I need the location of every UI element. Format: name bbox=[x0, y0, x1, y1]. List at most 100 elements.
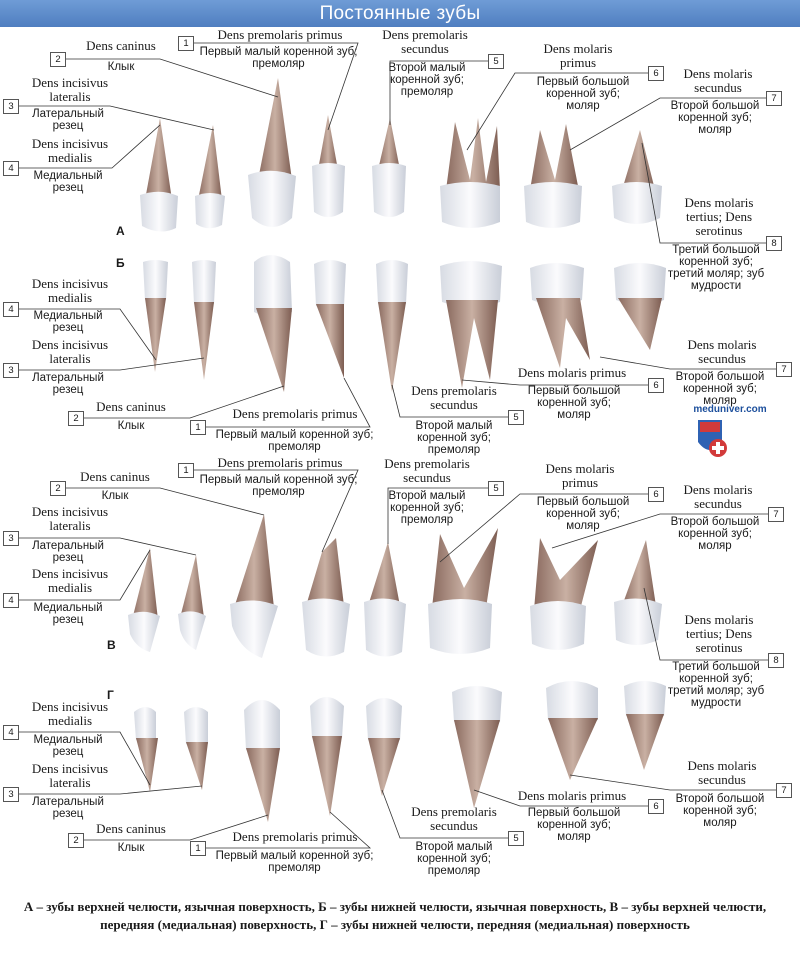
callout-number: 2 bbox=[50, 52, 66, 67]
callout-number: 6 bbox=[648, 66, 664, 81]
label-pm2-ru: Второй малый коренной зуб; премоляр bbox=[415, 420, 493, 456]
label-caninus-ru: Клык bbox=[117, 420, 145, 432]
tooth-b-molar-3 bbox=[614, 263, 666, 350]
tooth-v-molar-2 bbox=[530, 538, 598, 650]
tooth-a-molar-2 bbox=[524, 124, 582, 228]
label-inc-med-latin: Dens incisivus medialis bbox=[31, 136, 109, 165]
callout-number: 5 bbox=[508, 831, 524, 846]
label-m3-ru: Третий большой коренной зуб; третий моля… bbox=[667, 661, 765, 709]
tooth-b-molar-1 bbox=[440, 261, 502, 388]
callout-number: 4 bbox=[3, 302, 19, 317]
tooth-g-canine bbox=[244, 700, 280, 822]
label-inc-lat-latin: Dens incisivus lateralis bbox=[31, 75, 109, 104]
tooth-v-inc-medial bbox=[128, 548, 160, 652]
label-pm1-latin: Dens premolaris primus bbox=[217, 455, 343, 470]
label-m1-latin: Dens molaris primus bbox=[543, 41, 613, 70]
label-pm1-latin: Dens premolaris primus bbox=[232, 406, 358, 421]
label-caninus-latin: Dens caninus bbox=[86, 38, 156, 53]
label-m2-latin: Dens molaris secundus bbox=[683, 482, 753, 511]
callout-number: 8 bbox=[768, 653, 784, 668]
label-m1-ru: Первый большой коренной зуб; моляр bbox=[527, 385, 621, 421]
label-caninus-latin: Dens caninus bbox=[80, 469, 150, 484]
callout-number: 7 bbox=[768, 507, 784, 522]
label-pm2-latin: Dens premolaris secundus bbox=[411, 804, 497, 833]
tooth-g-molar-2 bbox=[546, 681, 598, 780]
section-label-g: Г bbox=[107, 688, 114, 702]
label-pm2-latin: Dens premolaris secundus bbox=[411, 383, 497, 412]
label-caninus-ru: Клык bbox=[117, 842, 145, 854]
tooth-b-canine bbox=[254, 255, 292, 392]
tooth-b-premolar-1 bbox=[314, 260, 346, 378]
callout-number: 1 bbox=[190, 841, 206, 856]
label-pm2-latin: Dens premolaris secundus bbox=[382, 27, 468, 56]
label-m3-latin: Dens molaris tertius; Dens serotinus bbox=[684, 195, 754, 238]
label-inc-med-ru: Медиальный резец bbox=[33, 734, 103, 758]
label-m2-ru: Второй большой коренной зуб; моляр bbox=[670, 516, 760, 552]
label-m1-latin: Dens molaris primus bbox=[517, 788, 627, 803]
title-bar bbox=[0, 0, 800, 27]
callout-number: 5 bbox=[508, 410, 524, 425]
callout-number: 6 bbox=[648, 487, 664, 502]
tooth-a-premolar-2 bbox=[372, 118, 406, 217]
tooth-v-inc-lateral bbox=[178, 555, 206, 650]
figure-caption: А – зубы верхней челюсти, язычная поверх… bbox=[23, 899, 767, 932]
label-m2-latin: Dens molaris secundus bbox=[683, 66, 753, 95]
callout-number: 2 bbox=[68, 833, 84, 848]
tooth-g-inc-lateral bbox=[184, 707, 208, 790]
label-inc-med-ru: Медиальный резец bbox=[33, 170, 103, 194]
callout-number: 2 bbox=[50, 481, 66, 496]
label-m2-ru: Второй большой коренной зуб; моляр bbox=[670, 100, 760, 136]
label-m2-latin: Dens molaris secundus bbox=[687, 758, 757, 787]
tooth-g-premolar-2 bbox=[366, 698, 402, 796]
callout-number: 5 bbox=[488, 54, 504, 69]
label-inc-lat-ru: Латеральный резец bbox=[32, 372, 104, 396]
label-m3-latin: Dens molaris tertius; Dens serotinus bbox=[684, 612, 754, 655]
tooth-a-molar-1 bbox=[440, 118, 500, 228]
label-inc-med-latin: Dens incisivus medialis bbox=[31, 276, 109, 305]
label-pm1-ru: Первый малый коренной зуб; премоляр bbox=[199, 474, 358, 498]
label-inc-lat-ru: Латеральный резец bbox=[32, 796, 104, 820]
callout-number: 4 bbox=[3, 593, 19, 608]
tooth-b-inc-lateral bbox=[192, 260, 216, 380]
label-inc-lat-latin: Dens incisivus lateralis bbox=[31, 337, 109, 366]
label-m1-ru: Первый большой коренной зуб; моляр bbox=[536, 76, 630, 112]
label-caninus-latin: Dens caninus bbox=[96, 399, 166, 414]
callout-number: 3 bbox=[3, 531, 19, 546]
tooth-v-molar-3 bbox=[614, 540, 662, 645]
tooth-v-molar-1 bbox=[428, 528, 498, 654]
label-inc-med-ru: Медиальный резец bbox=[33, 602, 103, 626]
leader-lines bbox=[14, 42, 780, 849]
callout-number: 1 bbox=[178, 463, 194, 478]
tooth-b-premolar-2 bbox=[376, 260, 408, 392]
label-pm1-ru: Первый малый коренной зуб; премоляр bbox=[215, 850, 374, 874]
tooth-g-premolar-1 bbox=[310, 697, 344, 816]
tooth-a-premolar-1 bbox=[312, 115, 345, 217]
callout-number: 2 bbox=[68, 411, 84, 426]
callout-number: 1 bbox=[178, 36, 194, 51]
row-a-teeth bbox=[140, 78, 662, 232]
tooth-a-molar-3 bbox=[612, 130, 662, 224]
callout-number: 7 bbox=[766, 91, 782, 106]
label-caninus-ru: Клык bbox=[101, 490, 129, 502]
callout-number: 4 bbox=[3, 725, 19, 740]
tooth-v-premolar-1 bbox=[302, 538, 350, 657]
label-pm1-latin: Dens premolaris primus bbox=[232, 829, 358, 844]
tooth-a-inc-lateral bbox=[195, 125, 225, 229]
section-label-v: В bbox=[107, 638, 116, 652]
label-m3-ru: Третий большой коренной зуб; третий моля… bbox=[667, 244, 765, 292]
callout-number: 5 bbox=[488, 481, 504, 496]
tooth-g-molar-3 bbox=[624, 681, 666, 770]
label-pm1-latin: Dens premolaris primus bbox=[217, 27, 343, 42]
label-inc-lat-latin: Dens incisivus lateralis bbox=[31, 761, 109, 790]
tooth-v-canine bbox=[230, 514, 278, 658]
label-m2-ru: Второй большой коренной зуб; моляр bbox=[675, 371, 765, 407]
label-m1-latin: Dens molaris primus bbox=[517, 365, 627, 380]
label-inc-med-ru: Медиальный резец bbox=[33, 310, 103, 334]
callout-number: 3 bbox=[3, 787, 19, 802]
label-inc-med-latin: Dens incisivus medialis bbox=[31, 566, 109, 595]
section-label-a: А bbox=[116, 224, 125, 238]
meduniver-logo bbox=[698, 420, 727, 457]
label-m1-latin: Dens molaris primus bbox=[545, 461, 615, 490]
